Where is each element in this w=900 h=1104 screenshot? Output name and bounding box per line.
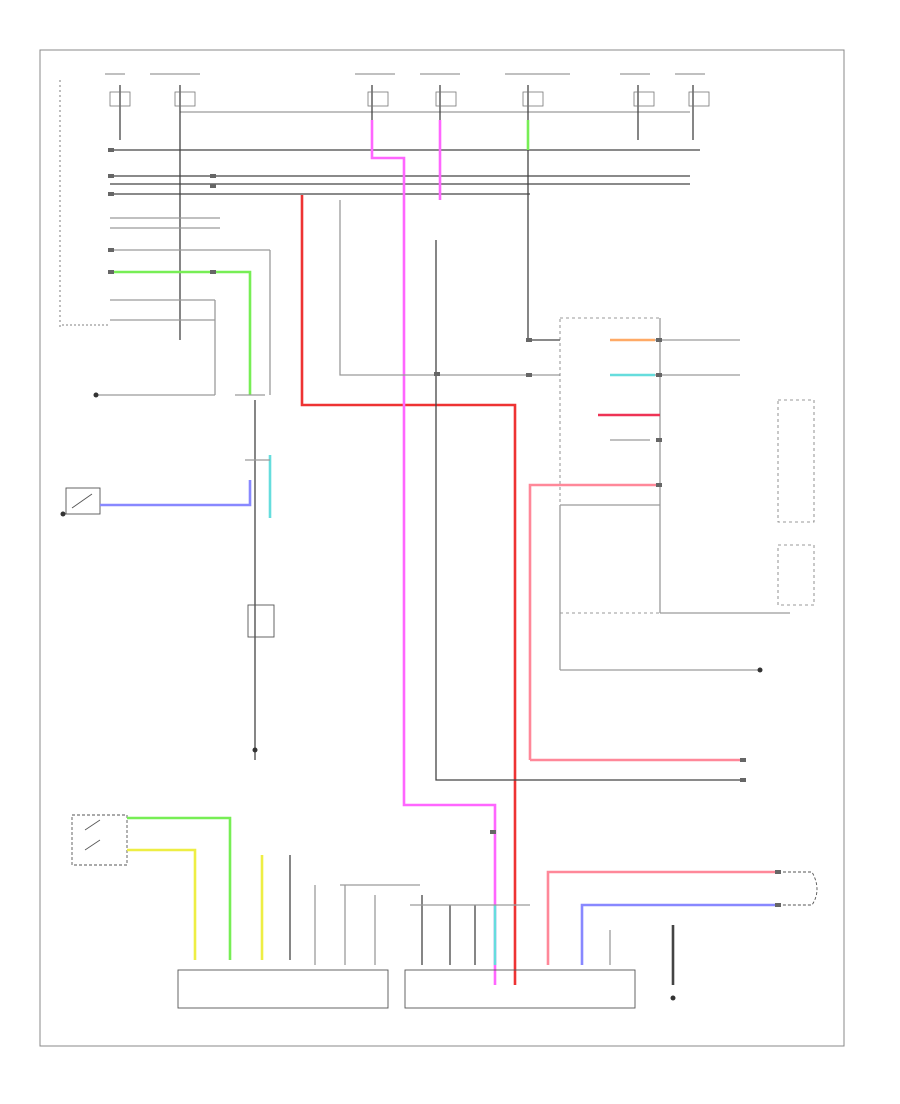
wire-blue-left	[100, 480, 252, 507]
connector-ticks	[108, 148, 781, 907]
seatbelt-buckle-switch-left	[71, 814, 128, 866]
wire-yellow-left	[127, 848, 197, 960]
wire-green-bottom	[127, 816, 232, 960]
diagram-border	[39, 49, 845, 1047]
seatbelt-buckle-switch-right	[778, 871, 818, 906]
center-airbag-sensor-assembly	[177, 884, 420, 1009]
door-lock-switch	[245, 400, 275, 760]
wire-red	[300, 195, 517, 985]
left-front-door-courtesy-switch	[60, 487, 101, 517]
wire-blue-bottom	[580, 903, 780, 965]
wire-pink	[370, 120, 497, 985]
wire-black-trunk	[435, 240, 745, 781]
junction-block-left	[62, 149, 700, 395]
combination-meter	[559, 317, 815, 670]
wire-green-top	[110, 270, 252, 395]
wire-light-red	[528, 483, 660, 760]
wire-light-red-bottom	[546, 870, 780, 965]
occupant-detection-ecu	[404, 895, 636, 1009]
ground-points	[670, 925, 676, 1001]
